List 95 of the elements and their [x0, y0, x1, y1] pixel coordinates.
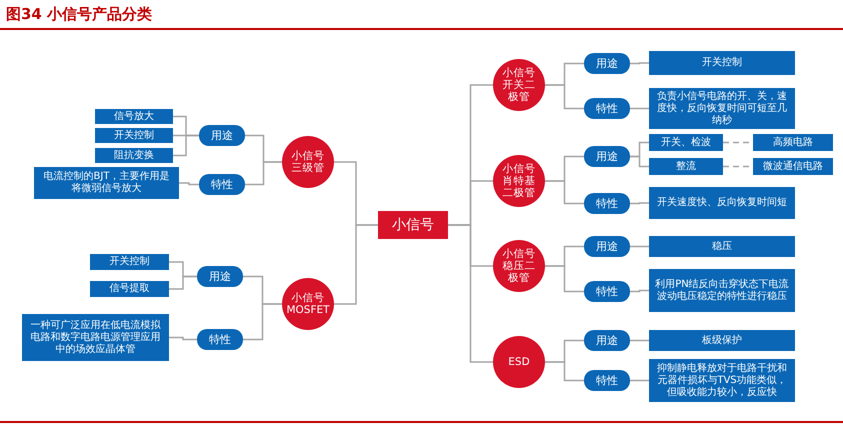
info-box — [22, 314, 169, 361]
aspect-pill — [584, 330, 630, 351]
connector-line — [448, 224, 493, 363]
category-circle — [282, 136, 334, 188]
info-box — [649, 359, 795, 402]
connector-line — [243, 303, 282, 340]
connector-line — [630, 290, 649, 292]
aspect-label: 特性 — [209, 332, 231, 347]
info-box — [95, 109, 173, 124]
info-text: 电流控制的BJT，主要作用是将微弱信号放大 — [42, 171, 170, 195]
info-text: 信号放大 — [114, 110, 154, 122]
aspect-label: 特性 — [596, 373, 618, 388]
info-text: 信号提取 — [110, 283, 150, 295]
aspect-pill — [197, 266, 243, 287]
connector-line — [169, 276, 197, 290]
info-text: 板级保护 — [702, 334, 742, 346]
aspect-pill — [584, 370, 630, 391]
connector-line — [630, 62, 649, 64]
aspect-pill — [199, 125, 245, 146]
connector-line — [630, 108, 649, 110]
root-label: 小信号 — [392, 216, 434, 234]
info-box — [90, 254, 169, 270]
connector-line — [179, 182, 199, 186]
aspect-pill — [199, 174, 245, 195]
info-box — [649, 158, 723, 175]
category-circle — [493, 336, 545, 388]
aspect-pill — [584, 281, 630, 302]
aspect-label: 特性 — [596, 101, 618, 116]
aspect-label: 特性 — [211, 177, 233, 192]
info-text: 开关速度快、反向恢复时间短 — [657, 197, 787, 209]
aspect-label: 用途 — [596, 333, 618, 348]
connector-line — [169, 336, 197, 340]
aspect-pill — [584, 236, 630, 257]
aspect-label: 特性 — [596, 284, 618, 299]
info-text: 微波通信电路 — [763, 160, 823, 172]
info-box — [649, 88, 795, 129]
info-box — [649, 134, 723, 151]
info-box — [753, 158, 833, 175]
info-text: 稳压 — [712, 240, 732, 252]
info-box — [649, 51, 795, 75]
aspect-label: 用途 — [211, 128, 233, 143]
aspect-label: 用途 — [596, 149, 618, 164]
aspect-label: 用途 — [209, 269, 231, 284]
info-box — [649, 269, 795, 312]
connector-line — [630, 156, 649, 168]
info-text: 开关控制 — [114, 130, 154, 142]
connector-line — [630, 380, 649, 382]
info-box — [649, 187, 795, 219]
connector-line — [545, 361, 584, 382]
connector-line — [245, 161, 282, 186]
info-text: 阻抗变换 — [114, 150, 154, 162]
connector-line — [630, 202, 649, 204]
info-box — [90, 281, 169, 297]
info-text: 负责小信号电路的开、关，速度快，反向恢复时间可短至几纳秒 — [656, 90, 788, 126]
info-text: 利用PN结反向击穿状态下电流波动电压稳定的特性进行稳压 — [654, 278, 790, 302]
category-label: 小信号开关二极管 — [502, 66, 536, 104]
category-circle — [493, 155, 545, 207]
connector-line — [334, 224, 378, 305]
category-label: 小信号肖特基二极管 — [502, 162, 536, 200]
info-text: 高频电路 — [773, 136, 813, 148]
info-text: 开关控制 — [110, 256, 150, 268]
info-box — [649, 330, 795, 351]
connector-line — [173, 134, 199, 156]
category-circle — [493, 59, 545, 111]
aspect-pill — [197, 329, 243, 350]
category-label: 小信号三级管 — [290, 150, 326, 174]
aspect-label: 特性 — [596, 196, 618, 211]
aspect-pill — [584, 193, 630, 214]
category-label: 小信号MOSFET — [286, 292, 330, 316]
info-box — [34, 167, 179, 199]
aspect-pill — [584, 53, 630, 74]
info-box — [649, 236, 795, 257]
info-text: 开关控制 — [702, 57, 742, 69]
info-text: 抑制静电释放对于电路干扰和元器件损坏与TVS功能类似，但吸收能力较小，反应快 — [656, 362, 788, 398]
figure-title: 图34 小信号产品分类 — [6, 5, 152, 24]
connector-line — [630, 340, 649, 342]
aspect-label: 用途 — [596, 56, 618, 71]
info-box — [95, 148, 173, 163]
connector-line — [545, 180, 584, 204]
category-circle — [493, 240, 545, 292]
category-circle — [282, 278, 334, 330]
category-label: ESD — [508, 356, 530, 368]
aspect-label: 用途 — [596, 239, 618, 254]
info-box — [753, 134, 833, 151]
connector-line — [545, 84, 584, 110]
aspect-pill — [584, 146, 630, 167]
root-box — [378, 211, 448, 239]
connector-line — [630, 246, 649, 248]
info-box — [95, 128, 173, 143]
connector-line — [545, 265, 584, 292]
category-label: 小信号稳压二极管 — [502, 248, 536, 284]
aspect-pill — [584, 98, 630, 119]
info-text: 一种可广泛应用在低电流模拟电路和数字电路电源管理应用中的场效应晶体管 — [30, 320, 162, 356]
info-text: 开关、检波 — [661, 136, 711, 148]
info-text: 整流 — [676, 160, 696, 172]
